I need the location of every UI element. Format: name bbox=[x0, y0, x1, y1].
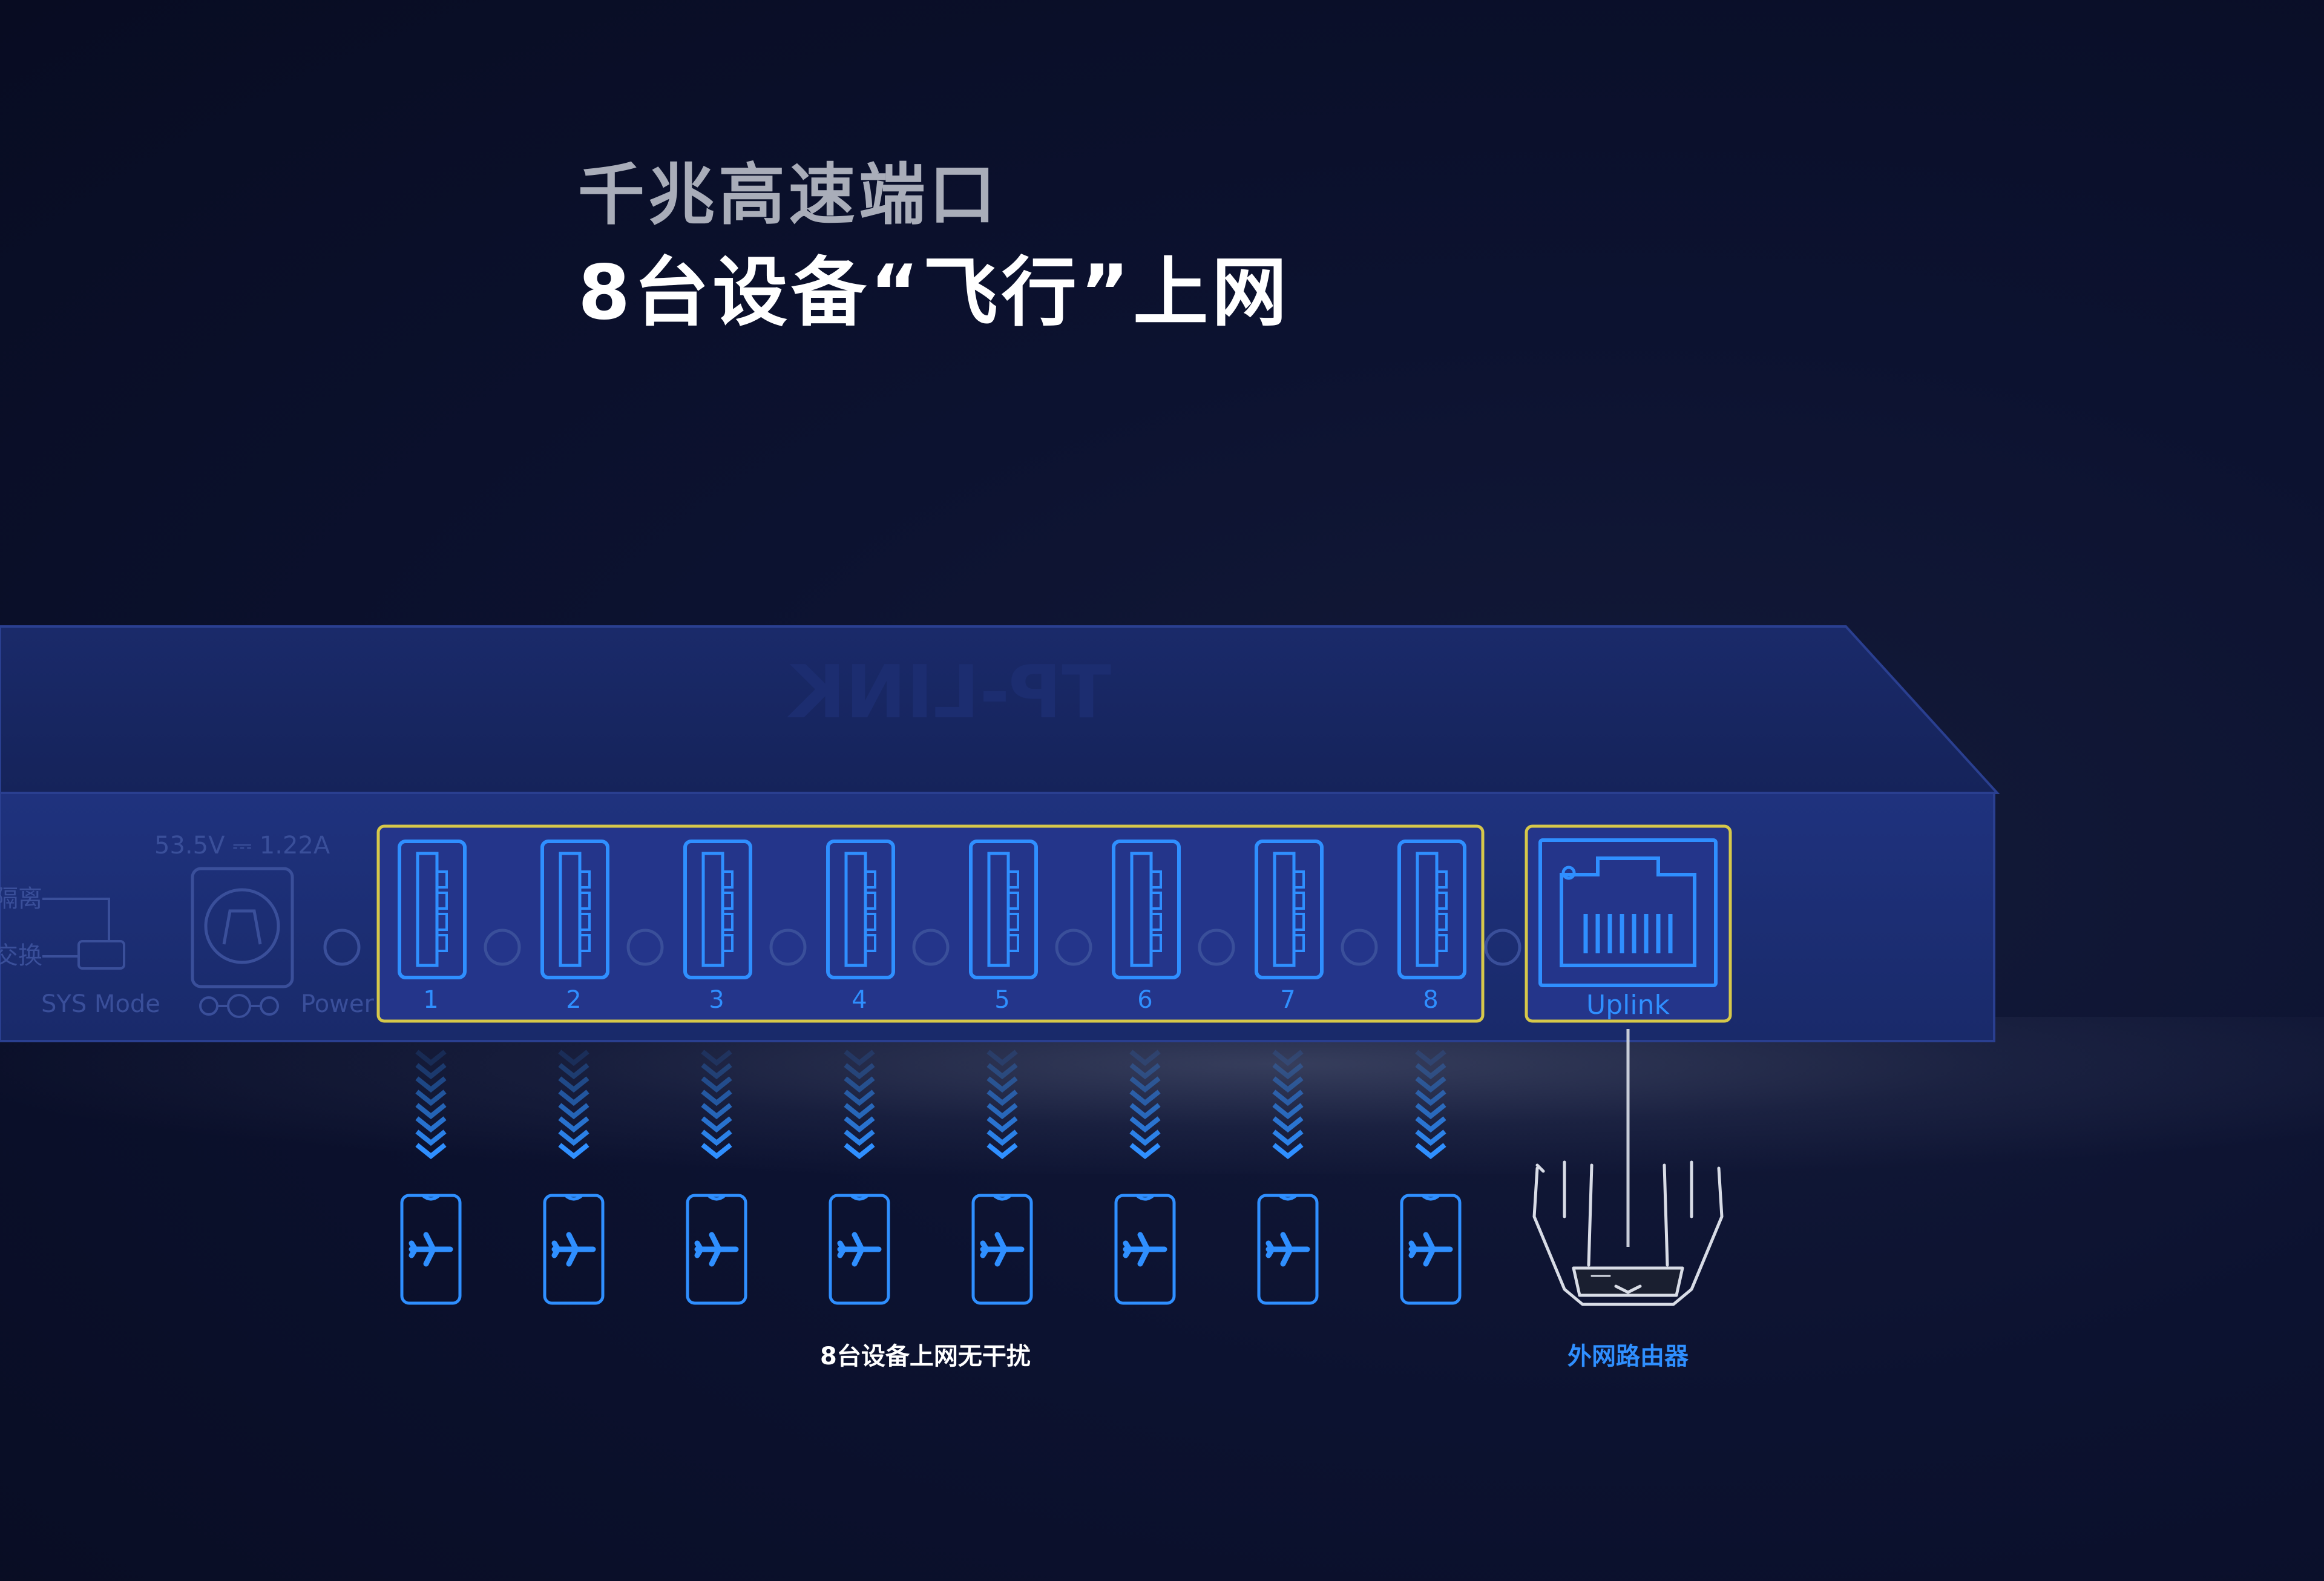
port-led-uplink-separator bbox=[1484, 929, 1521, 966]
phone-airplane-icon bbox=[971, 1194, 1033, 1305]
mode-switch bbox=[77, 940, 125, 970]
chevron-down-icon bbox=[1272, 1050, 1304, 1160]
chevron-down-icon bbox=[415, 1050, 447, 1160]
port-5: 5 bbox=[969, 840, 1092, 1014]
ports-group: 1 2 3 4 5 6 7 8 bbox=[398, 840, 1466, 1014]
arrows-group bbox=[415, 1050, 1446, 1160]
router-icon bbox=[1532, 1160, 1724, 1306]
chevron-down-icon bbox=[844, 1050, 875, 1160]
uplink-port: Uplink bbox=[1538, 838, 1718, 1021]
port-number-2: 2 bbox=[566, 986, 581, 1014]
port-number-3: 3 bbox=[709, 986, 724, 1014]
port-1: 1 bbox=[398, 840, 521, 1014]
port-number-8: 8 bbox=[1423, 986, 1438, 1014]
port-4: 4 bbox=[826, 840, 950, 1014]
port-8: 8 bbox=[1397, 840, 1466, 1014]
port-led-7 bbox=[1341, 929, 1378, 966]
heading-line-2: 8台设备“飞行”上网 bbox=[578, 249, 1291, 337]
port-number-1: 1 bbox=[423, 986, 438, 1014]
ports-highlight-box bbox=[376, 824, 1485, 1023]
phone-airplane-icon bbox=[543, 1194, 605, 1305]
port-2: 2 bbox=[540, 840, 664, 1014]
chevron-down-icon bbox=[1129, 1050, 1161, 1160]
port-led-4 bbox=[912, 929, 950, 966]
port-led-3 bbox=[769, 929, 807, 966]
power-led bbox=[323, 929, 361, 966]
floor-glow bbox=[0, 1017, 2324, 1174]
label-isolate: 隔离 bbox=[0, 885, 42, 913]
chevron-down-icon bbox=[1415, 1050, 1446, 1160]
chevron-down-icon bbox=[986, 1050, 1018, 1160]
uplink-label: Uplink bbox=[1586, 990, 1670, 1021]
power-label: Power bbox=[301, 990, 374, 1018]
brand-logo: TP-LINK bbox=[787, 651, 1111, 735]
chevron-down-icon bbox=[558, 1050, 589, 1160]
devices-caption: 8台设备上网无干扰 bbox=[820, 1343, 1031, 1370]
router-caption: 外网路由器 bbox=[1567, 1343, 1689, 1370]
power-jack bbox=[191, 867, 294, 988]
port-led-5 bbox=[1055, 929, 1092, 966]
phones-group bbox=[400, 1194, 1462, 1305]
mode-diagram-lines bbox=[42, 898, 110, 958]
polarity-symbol bbox=[199, 994, 279, 1018]
heading-line-1: 千兆高速端口 bbox=[578, 156, 999, 234]
port-led-6 bbox=[1198, 929, 1235, 966]
phone-airplane-icon bbox=[1114, 1194, 1176, 1305]
chevron-down-icon bbox=[701, 1050, 732, 1160]
port-3: 3 bbox=[683, 840, 807, 1014]
port-6: 6 bbox=[1112, 840, 1235, 1014]
port-led-2 bbox=[626, 929, 664, 966]
phone-airplane-icon bbox=[1400, 1194, 1462, 1305]
phone-airplane-icon bbox=[1257, 1194, 1319, 1305]
phone-airplane-icon bbox=[686, 1194, 747, 1305]
switch-top-surface bbox=[0, 625, 2000, 794]
label-switch: 交换 bbox=[0, 942, 42, 970]
port-7: 7 bbox=[1255, 840, 1378, 1014]
sys-mode-label: SYS Mode bbox=[41, 990, 160, 1018]
phone-airplane-icon bbox=[829, 1194, 890, 1305]
port-number-6: 6 bbox=[1137, 986, 1152, 1014]
power-rating: 53.5V ⎓ 1.22A bbox=[154, 832, 330, 860]
port-led-1 bbox=[484, 929, 521, 966]
port-number-4: 4 bbox=[852, 986, 867, 1014]
phone-airplane-icon bbox=[400, 1194, 462, 1305]
port-number-5: 5 bbox=[994, 986, 1009, 1014]
port-number-7: 7 bbox=[1280, 986, 1295, 1014]
